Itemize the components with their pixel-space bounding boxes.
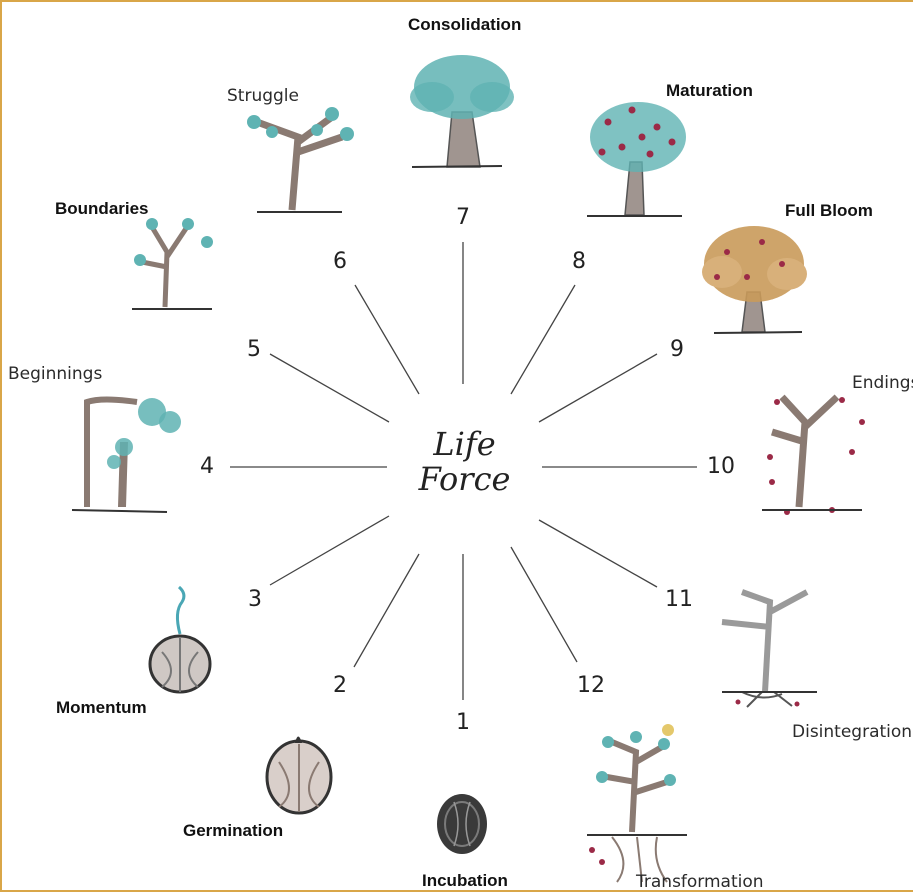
center-line-1: Life: [397, 427, 532, 462]
stage-number-5: 5: [247, 339, 261, 361]
tree-boundaries-icon: [132, 218, 213, 309]
seed-germination-icon: [267, 737, 331, 814]
stage-number-8: 8: [572, 251, 586, 273]
tree-full-bloom-icon: [702, 226, 807, 333]
tree-disintegration-icon: [722, 592, 817, 707]
stage-label-endings: Endings: [852, 375, 913, 392]
stage-label-consolidation: Consolidation: [408, 16, 521, 33]
tree-maturation-icon: [587, 102, 686, 216]
stage-label-disintegration: Disintegration: [792, 724, 912, 741]
spoke-12: [511, 547, 577, 662]
spoke-8: [511, 285, 575, 394]
stage-label-momentum: Momentum: [56, 699, 147, 716]
seed-momentum-icon: [150, 587, 210, 692]
stage-label-struggle: Struggle: [227, 88, 299, 105]
tree-endings-icon: [762, 397, 865, 515]
spoke-9: [539, 354, 657, 422]
stage-number-2: 2: [333, 675, 347, 697]
seed-incubation-icon: [437, 794, 487, 854]
center-line-2: Force: [397, 462, 532, 497]
spoke-2: [354, 554, 419, 667]
spoke-5: [270, 354, 389, 422]
stage-number-11: 11: [665, 589, 693, 611]
center-title: Life Force: [397, 427, 532, 497]
stage-label-full-bloom: Full Bloom: [785, 202, 873, 219]
stage-label-beginnings: Beginnings: [8, 366, 102, 383]
stage-label-incubation: Incubation: [422, 872, 508, 889]
tree-consolidation-icon: [410, 55, 514, 167]
stage-number-7: 7: [456, 207, 470, 229]
stage-number-3: 3: [248, 589, 262, 611]
stage-number-4: 4: [200, 456, 214, 478]
stage-number-12: 12: [577, 675, 605, 697]
stage-label-transformation: Transformation: [636, 874, 764, 891]
stage-number-10: 10: [707, 456, 735, 478]
stage-number-6: 6: [333, 251, 347, 273]
stage-label-germination: Germination: [183, 822, 283, 839]
spoke-11: [539, 520, 657, 587]
stage-number-1: 1: [456, 712, 470, 734]
tree-struggle-icon: [247, 107, 354, 212]
tree-beginnings-icon: [72, 398, 181, 512]
stage-number-9: 9: [670, 339, 684, 361]
spoke-6: [355, 285, 419, 394]
tree-transformation-icon: [587, 724, 687, 882]
spoke-3: [270, 516, 389, 585]
stage-label-maturation: Maturation: [666, 82, 753, 99]
stage-label-boundaries: Boundaries: [55, 200, 149, 217]
